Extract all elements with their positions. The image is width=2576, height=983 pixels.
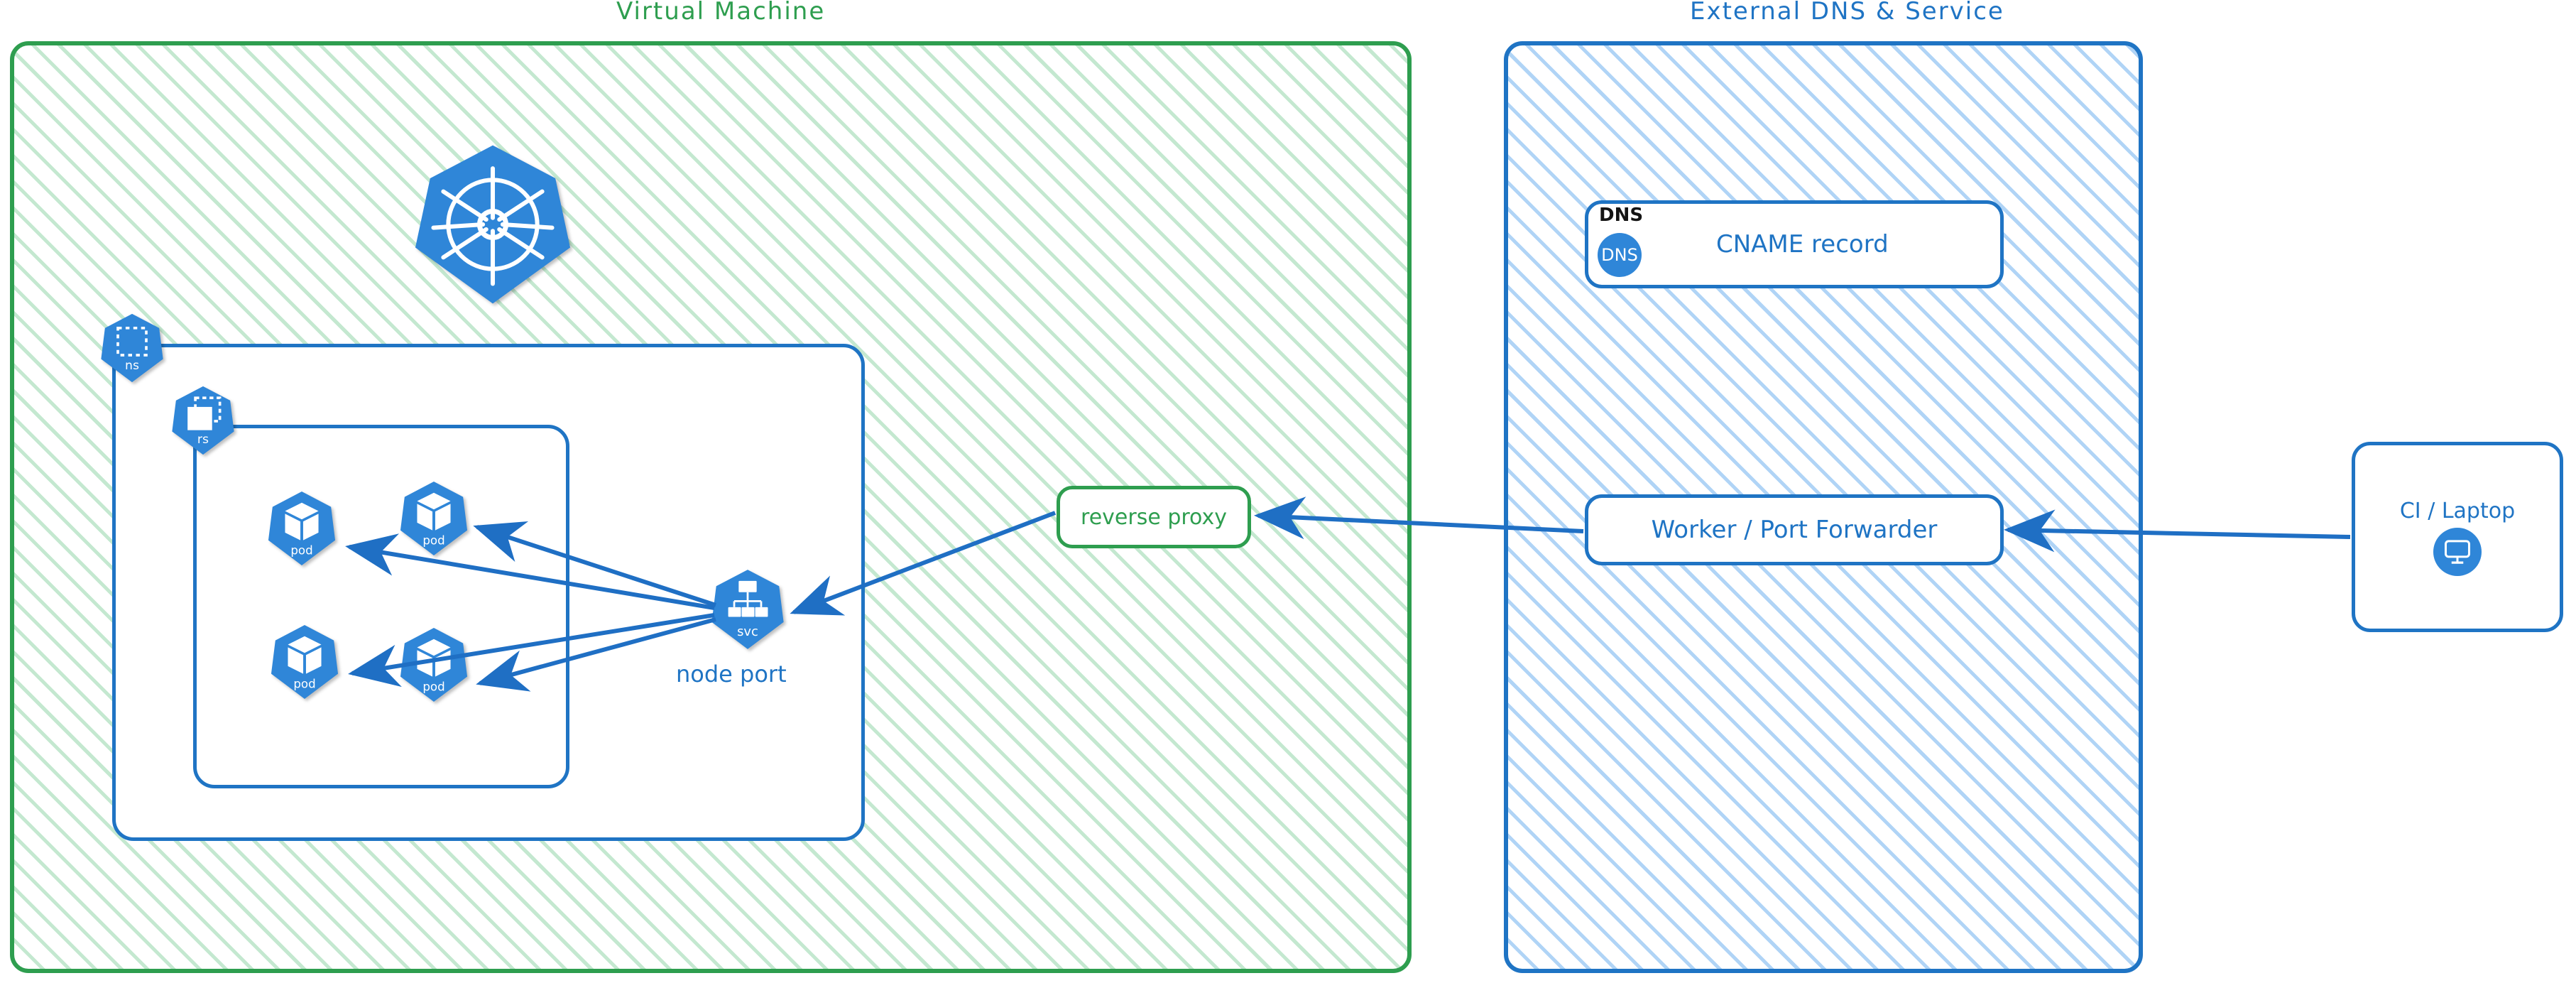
dns-kicker-label: DNS bbox=[1599, 205, 1644, 226]
pod-icon-4: pod bbox=[399, 626, 469, 703]
namespace-icon: ns bbox=[99, 313, 165, 384]
dns-card[interactable]: CNAME record bbox=[1585, 200, 2004, 288]
svg-text:pod: pod bbox=[422, 680, 444, 693]
dns-badge-icon: DNS bbox=[1598, 233, 1642, 277]
worker-port-forwarder-box[interactable]: Worker / Port Forwarder bbox=[1585, 494, 2004, 565]
pod-icon-3: pod bbox=[270, 624, 339, 700]
reverse-proxy-box[interactable]: reverse proxy bbox=[1057, 486, 1251, 548]
worker-port-forwarder-label: Worker / Port Forwarder bbox=[1651, 516, 1938, 544]
svg-text:pod: pod bbox=[290, 543, 312, 557]
ci-laptop-box[interactable]: CI / Laptop bbox=[2352, 442, 2563, 632]
node-port-caption: node port bbox=[676, 661, 787, 688]
svg-text:pod: pod bbox=[422, 533, 444, 547]
namespace-abbr: ns bbox=[125, 359, 139, 373]
pod-icon-1: pod bbox=[267, 490, 337, 567]
cname-record-label: CNAME record bbox=[1716, 230, 1889, 259]
replicaset-icon: rs bbox=[170, 385, 236, 456]
replicaset-abbr: rs bbox=[197, 433, 209, 447]
monitor-icon bbox=[2433, 527, 2482, 576]
panel-title-external-dns: External DNS & Service bbox=[1690, 0, 2004, 26]
service-icon: svc bbox=[710, 568, 785, 651]
pod-icon-2: pod bbox=[399, 480, 469, 557]
kubernetes-logo bbox=[410, 142, 575, 307]
svg-text:pod: pod bbox=[293, 677, 315, 690]
reverse-proxy-label: reverse proxy bbox=[1081, 504, 1227, 530]
dns-badge-label: DNS bbox=[1601, 245, 1638, 265]
panel-title-virtual-machine: Virtual Machine bbox=[616, 0, 826, 26]
ci-laptop-label: CI / Laptop bbox=[2399, 498, 2516, 523]
replicaset-container bbox=[193, 425, 569, 788]
svg-text:svc: svc bbox=[737, 624, 758, 639]
